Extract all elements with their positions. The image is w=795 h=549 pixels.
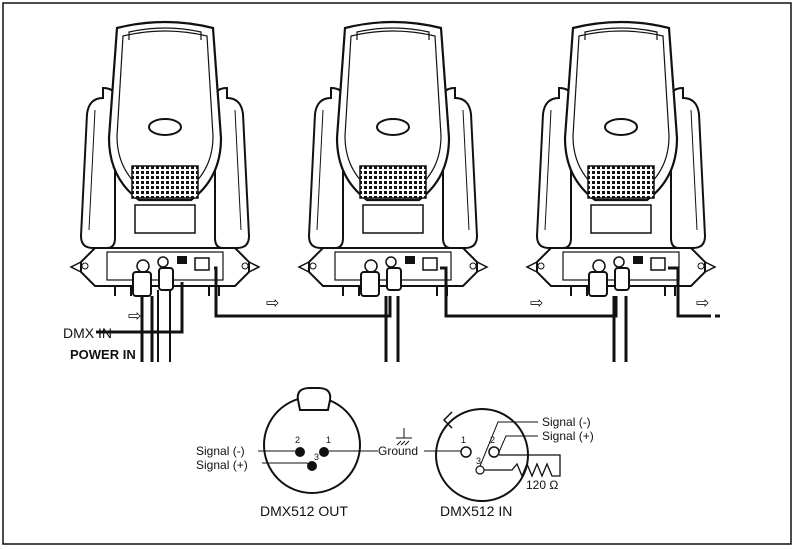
arrow-icon: ⇨: [266, 295, 279, 312]
pin-label: 3: [476, 456, 481, 466]
moving-head-fixture-2: [297, 20, 489, 362]
dmx512-out-connector: 2 1 3: [258, 387, 378, 494]
resistor-label: 120 Ω: [526, 478, 558, 492]
dmx-in-label: DMX IN: [63, 325, 112, 341]
pin-label: 1: [461, 435, 466, 445]
ground-label: Ground: [378, 444, 418, 458]
pin-label: 1: [326, 435, 331, 445]
dmx512-in-connector: 1 2 3: [424, 408, 561, 502]
out-signal-minus-label: Signal (-): [196, 444, 245, 458]
ground-icon: [396, 428, 412, 446]
power-in-label: POWER IN: [70, 347, 136, 362]
pin-label: 3: [314, 452, 319, 462]
in-signal-minus-label: Signal (-): [542, 415, 591, 429]
arrow-icon: ⇨: [530, 295, 543, 312]
in-signal-plus-label: Signal (+): [542, 429, 594, 443]
in-connector-title: DMX512 IN: [440, 503, 512, 519]
out-signal-plus-label: Signal (+): [196, 458, 248, 472]
moving-head-fixture-1: [69, 20, 261, 362]
dmx-chain-cable: [96, 266, 724, 334]
pin-label: 2: [490, 435, 495, 445]
arrow-icon: ⇨: [128, 308, 141, 325]
arrow-icon: ⇨: [696, 295, 709, 312]
moving-head-fixture-3: [525, 20, 717, 362]
flow-arrow-icons: ⇨ ⇨ ⇨ ⇨: [128, 295, 709, 325]
pin-label: 2: [295, 435, 300, 445]
out-connector-title: DMX512 OUT: [260, 503, 348, 519]
